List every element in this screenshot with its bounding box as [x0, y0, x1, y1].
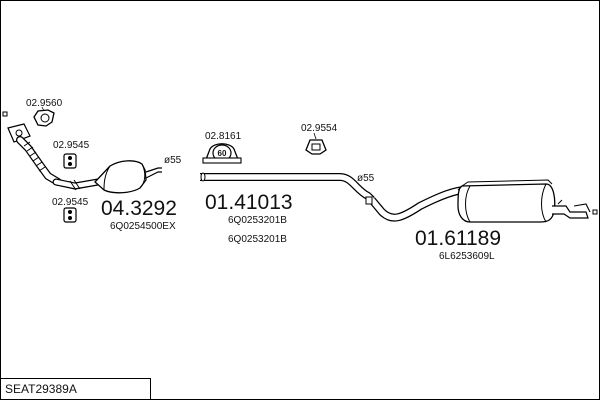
rear-pipe-icon [365, 186, 467, 222]
band-clamp-icon [202, 143, 242, 164]
front-pipe-icon [52, 178, 102, 191]
part-number-middle-pipe: 01.41013 [205, 191, 293, 214]
rubber-hanger-icon [305, 139, 327, 155]
front-flange-icon [7, 123, 31, 143]
part-code-band-clamp: 02.8161 [205, 131, 242, 142]
pipe-diameter-label: ø55 [164, 155, 182, 166]
oem-number-catalyst: 6Q0254500EX [110, 221, 176, 232]
catalytic-converter-icon [94, 160, 162, 194]
diagram-title: SEAT29389A [5, 382, 77, 396]
rubber-hanger-icon [63, 207, 77, 223]
part-code-clamp: 02.9560 [26, 98, 63, 109]
leader-line [41, 106, 45, 112]
part-number-catalyst: 04.3292 [101, 197, 177, 220]
middle-pipe-icon [200, 172, 375, 203]
part-number-rear: 01.61189 [415, 227, 501, 250]
pipe-diameter-label: ø55 [357, 173, 375, 184]
leader-line [313, 132, 317, 140]
clamp-02-9560-icon [33, 109, 55, 127]
clamp-size-label: 60 [218, 149, 227, 158]
part-code-hanger: 02.9545 [53, 140, 90, 151]
part-code-hanger-rear: 02.9554 [301, 123, 338, 134]
oem-number-middle-pipe: 6Q0253201B [228, 234, 287, 245]
right-edge-marker [592, 209, 598, 215]
left-edge-marker [2, 111, 8, 117]
rear-muffler-icon [457, 179, 556, 223]
tailpipe-icon [552, 199, 591, 219]
part-code-hanger: 02.9545 [52, 197, 89, 208]
oem-number-rear: 6L6253609L [439, 251, 495, 262]
flex-pipe-icon [16, 136, 62, 186]
rubber-hanger-icon [63, 153, 77, 169]
oem-number-middle-pipe: 6Q0253201B [228, 215, 287, 226]
